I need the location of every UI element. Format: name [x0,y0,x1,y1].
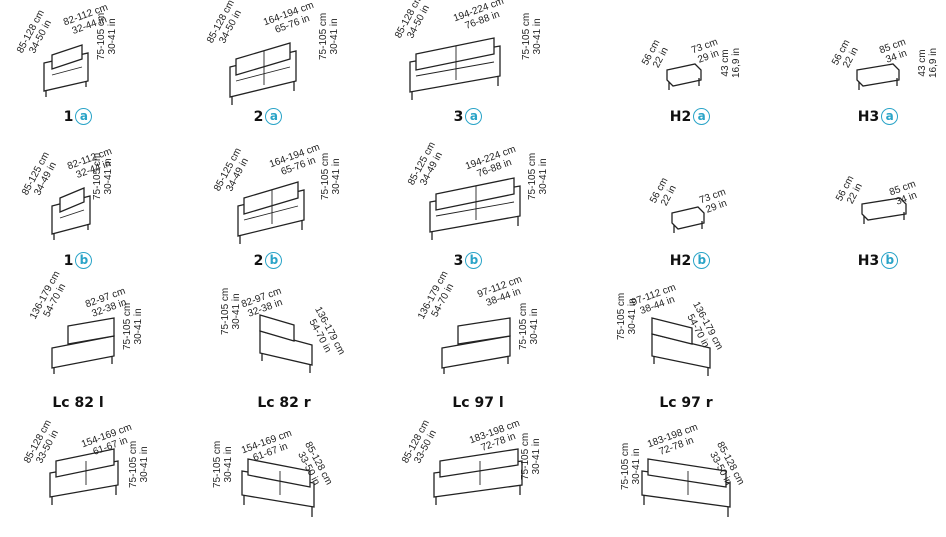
model-code: H3 [857,253,880,269]
height-dimension-line: 75-105 cm [220,287,231,335]
height-dimension-line: 30-41 in [223,446,234,483]
model-code: H2 [669,109,692,125]
height-dimension-line: 30-41 in [133,308,144,345]
model-code: 3 [453,109,464,125]
height-dimension-line: 30-41 in [631,448,642,485]
height-dimension-line: 75-105 cm [318,12,329,60]
model-label-lc97l: Lc 97 l [418,395,538,411]
variant-badge: b [265,252,283,269]
variant-badge: a [881,108,899,125]
height-dimension-line: 75-105 cm [122,302,133,350]
model-code: 1 [63,109,74,125]
variant-badge: a [465,108,483,125]
height-dimension-line: 75-105 cm [212,440,223,488]
height-dimension-line: 75-105 cm [92,152,103,200]
model-label-lc82r: Lc 82 r [224,395,344,411]
height-dimension-line: 30-41 in [107,18,118,55]
variant-badge: a [265,108,283,125]
model-label-lc82l: Lc 82 l [18,395,138,411]
height-dimension-line: 30-41 in [532,18,543,55]
model-code: Lc 82 l [52,395,104,411]
height-dimension-line: 30-41 in [329,18,340,55]
height-dimension-line: 75-105 cm [616,292,627,340]
height-dimension-line: 30-41 in [538,158,549,195]
model-code: Lc 82 r [257,395,311,411]
variant-badge: b [693,252,711,269]
height-dimension-line: 75-105 cm [518,302,529,350]
height-dimension-line: 16,9 in [731,47,742,78]
model-label-lc97r: Lc 97 r [626,395,746,411]
height-dimension-line: 30-41 in [529,308,540,345]
model-code: Lc 97 r [659,395,713,411]
variant-badge: b [75,252,93,269]
height-dimension-line: 43 cm [720,49,731,77]
variant-badge: b [881,252,899,269]
height-dimension-line: 16,9 in [928,47,939,78]
model-code: 3 [453,253,464,269]
model-code: Lc 97 l [452,395,504,411]
height-dimension-line: 30-41 in [531,438,542,475]
height-dimension-line: 75-105 cm [128,440,139,488]
height-dimension-line: 75-105 cm [96,12,107,60]
height-dimension-line: 30-41 in [231,293,242,330]
height-dimension-line: 30-41 in [103,158,114,195]
model-code: 1 [63,253,74,269]
model-code: H3 [857,109,880,125]
height-dimension-line: 75-105 cm [527,152,538,200]
height-dimension-line: 75-105 cm [620,442,631,490]
height-dimension-line: 75-105 cm [520,432,531,480]
variant-badge: a [693,108,711,125]
model-code: H2 [669,253,692,269]
height-dimension-line: 30-41 in [627,298,638,335]
height-dimension-line: 75-105 cm [320,152,331,200]
model-code: 2 [253,253,264,269]
height-dimension-line: 30-41 in [139,446,150,483]
variant-badge: a [75,108,93,125]
height-dimension-line: 75-105 cm [521,12,532,60]
height-dimension-line: 43 cm [917,49,928,77]
model-code: 2 [253,109,264,125]
height-dimension-line: 30-41 in [331,158,342,195]
variant-badge: b [465,252,483,269]
